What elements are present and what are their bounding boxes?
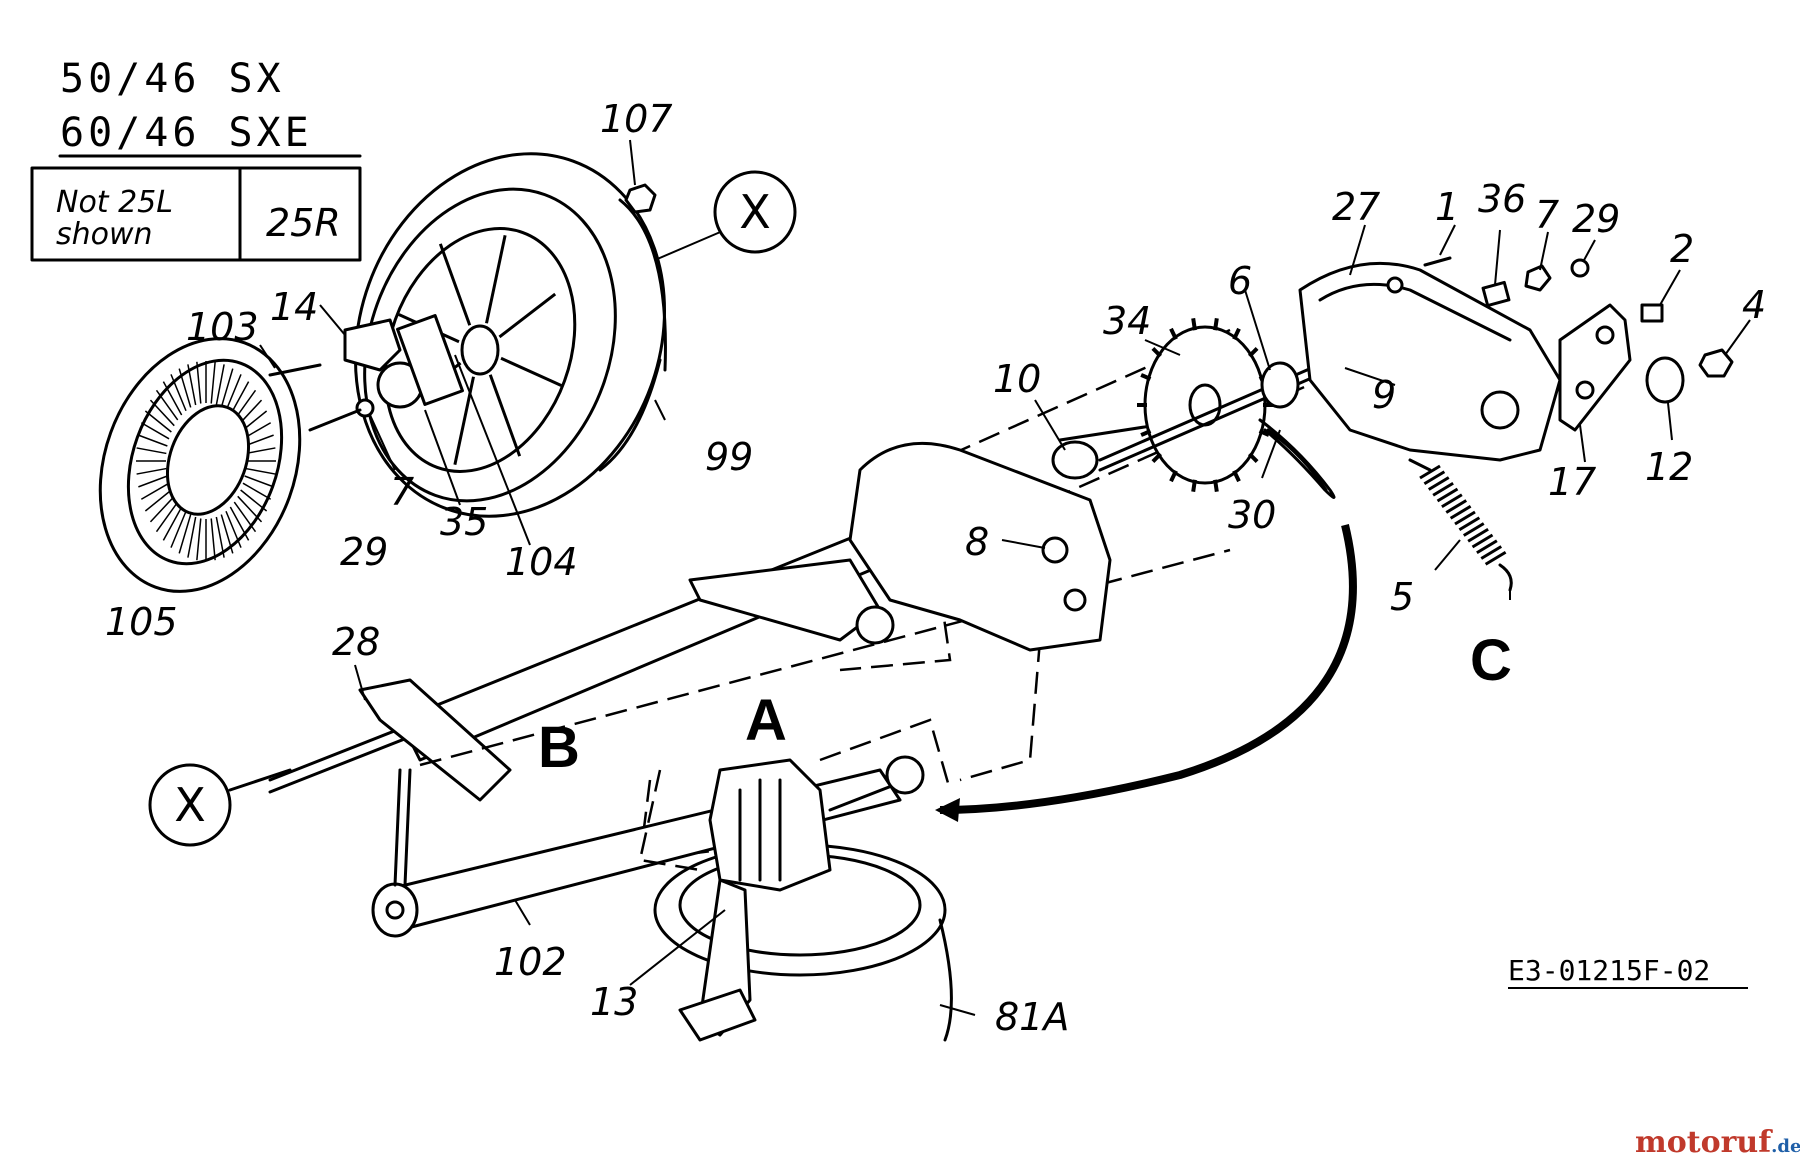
wheel-12 (1645, 356, 1685, 404)
note-line-1: Not 25L (56, 185, 173, 220)
bracket-17 (1558, 303, 1632, 432)
note-box-frame (30, 166, 362, 262)
part-label-107: 107 (600, 97, 673, 141)
section-label-b: B (538, 715, 580, 780)
part-label-99: 99 (705, 435, 753, 479)
bracket-14 (343, 318, 402, 372)
part-label-36: 36 (1478, 177, 1526, 221)
part-label-7b: 7 (1535, 193, 1559, 237)
model-name-1: 50/46 SX (60, 56, 285, 102)
axle-plate-28 (358, 678, 512, 802)
part-label-35: 35 (440, 500, 488, 544)
part-label-13: 13 (590, 980, 638, 1024)
rear-axle-assembly (228, 508, 932, 802)
wheel-hardware (268, 183, 657, 432)
part-label-105: 105 (105, 600, 178, 644)
washer-7b (1524, 264, 1552, 292)
note-line-2: shown (56, 217, 153, 252)
nut-107 (624, 183, 657, 214)
watermark-name: motoruf (1635, 1125, 1773, 1160)
drawing-reference: E3-01215F-02 (1508, 954, 1710, 987)
gear-unit-a (638, 718, 952, 1042)
site-watermark: motoruf.de (1635, 1125, 1800, 1160)
bushing-104 (396, 314, 464, 406)
part-label-9: 9 (1372, 373, 1396, 417)
part-label-17: 17 (1548, 460, 1596, 504)
part-label-6: 6 (1228, 259, 1252, 303)
section-label-a: A (745, 688, 787, 753)
axle-tube (398, 508, 932, 762)
bearing-6 (1260, 361, 1300, 409)
part-label-12: 12 (1645, 445, 1693, 489)
circle-ref-x-top: X (713, 170, 797, 254)
bolt-2 (1640, 303, 1664, 323)
svg-text:X: X (174, 778, 206, 832)
part-label-29b: 29 (1572, 197, 1620, 241)
chain-cover-27 (1298, 261, 1562, 462)
section-label-c: C (1470, 628, 1512, 693)
part-label-1: 1 (1435, 185, 1459, 229)
cable-arrow (935, 798, 960, 822)
bushing-10 (1051, 440, 1099, 480)
spacer-36 (1481, 280, 1511, 308)
part-label-10: 10 (993, 357, 1041, 401)
part-label-8: 8 (965, 520, 989, 564)
not-shown-note-box: Not 25L shown (30, 166, 362, 262)
bolt-1 (1423, 256, 1452, 267)
hub-cap-105 (98, 337, 302, 593)
part-label-4: 4 (1742, 283, 1766, 327)
nut-4 (1698, 348, 1734, 378)
drive-cable (939, 524, 1357, 814)
part-label-34: 34 (1103, 299, 1151, 343)
part-label-5: 5 (1390, 575, 1414, 619)
watermark-tld: .de (1771, 1136, 1800, 1157)
svg-text:X: X (739, 185, 771, 239)
part-label-29a: 29 (340, 530, 388, 574)
gearbox-housing (848, 418, 1192, 652)
part-label-104: 104 (505, 540, 578, 584)
leader-lines (259, 139, 1751, 1016)
part-label-30: 30 (1228, 493, 1276, 537)
part-label-7a: 7 (390, 470, 414, 514)
sprocket-34 (1137, 318, 1273, 492)
nut-29b (1570, 258, 1590, 278)
part-label-27: 27 (1332, 185, 1380, 229)
chain-30 (1258, 418, 1336, 499)
part-label-103: 103 (186, 305, 259, 349)
right-hardware (1423, 256, 1734, 404)
part-label-81a: 81A (995, 995, 1069, 1039)
part-label-102: 102 (494, 940, 567, 984)
part-label-14: 14 (270, 285, 318, 329)
hub-cap-ribs (136, 361, 276, 561)
part-label-28: 28 (332, 620, 380, 664)
circle-ref-x-bottom: X (148, 763, 232, 847)
spring-5 (1408, 458, 1513, 592)
part-label-25r: 25R (266, 201, 341, 245)
part-label-2: 2 (1670, 227, 1694, 271)
washer-7a (355, 398, 375, 418)
model-name-2: 60/46 SXE (60, 110, 313, 156)
wheel-99 (353, 152, 667, 518)
